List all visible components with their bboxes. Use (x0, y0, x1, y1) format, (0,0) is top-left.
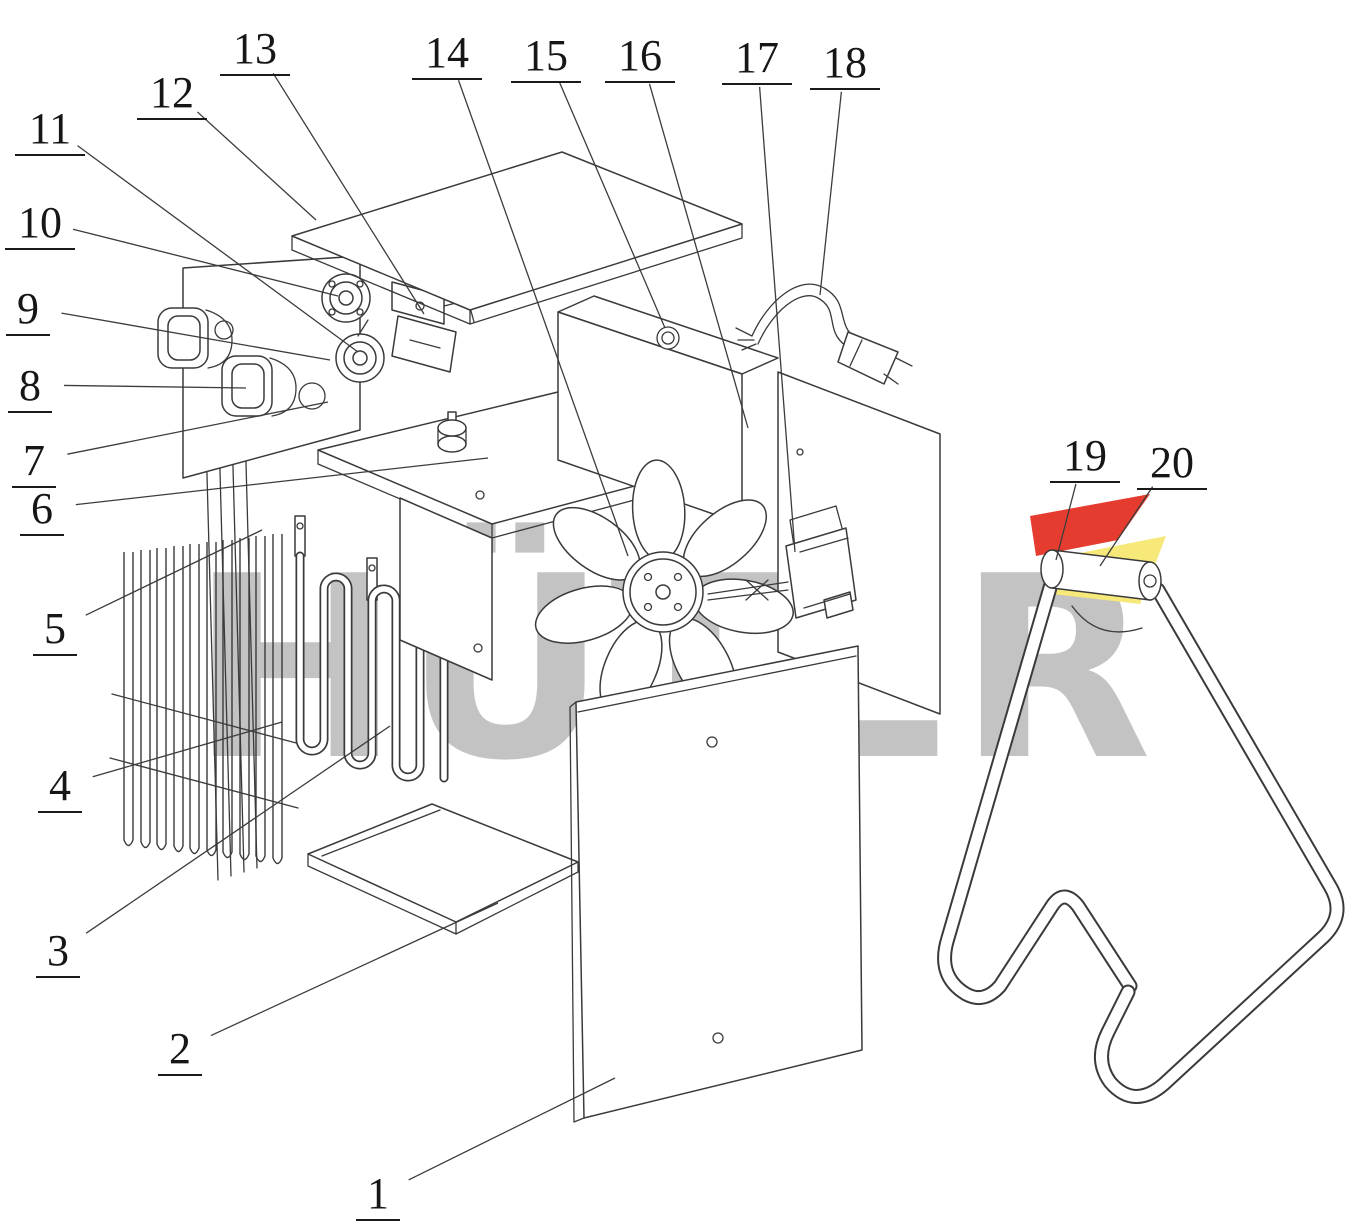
rear-upper-panel (557, 295, 779, 525)
leader-line-5 (85, 529, 263, 616)
stand-hook-bracket (1071, 605, 1143, 633)
leader-line-12 (196, 111, 317, 221)
leader-line-13 (272, 72, 425, 315)
top-cover-plate (291, 151, 743, 325)
bottom-tray (307, 803, 579, 935)
part-label-19: 19 (1063, 431, 1107, 480)
panel-hole (712, 1032, 724, 1044)
leader-line-18 (819, 91, 843, 296)
leader-line-1 (408, 1077, 616, 1181)
bearing-flange-upper (321, 273, 371, 323)
leader-line-20 (1099, 486, 1154, 567)
part-label-7: 7 (23, 436, 45, 485)
fan-motor (707, 505, 857, 619)
thermostat-knob-lower (221, 355, 297, 417)
motor-shaft (707, 581, 789, 595)
leader-line-8 (63, 384, 247, 389)
thermostat-knob-upper (157, 307, 233, 369)
motor-bracket (789, 505, 843, 547)
leader-line-4 (92, 721, 283, 778)
grid-cross-rod (111, 693, 301, 745)
heating-element-grid (109, 534, 301, 865)
wire-end (741, 343, 757, 351)
motor-terminal (823, 591, 854, 619)
leader-line-6 (75, 457, 489, 506)
panel-hole (298, 382, 326, 410)
part-label-3: 3 (47, 926, 69, 975)
leader-line-15 (558, 82, 666, 329)
part-label-8: 8 (19, 361, 41, 410)
power-cord-plug (735, 283, 913, 385)
stand-frame (937, 549, 1345, 1104)
leader-line-17 (758, 86, 796, 553)
leader-line-16 (648, 83, 749, 429)
coil-bracket-pin (294, 515, 306, 557)
leader-line-2 (210, 902, 499, 1037)
plug-pin (883, 373, 899, 385)
part-label-12: 12 (150, 68, 194, 117)
part-label-15: 15 (524, 31, 568, 80)
wire-end (735, 327, 753, 337)
leader-line-9 (61, 312, 331, 361)
front-panel (569, 645, 863, 1123)
panel-hole (706, 736, 718, 748)
part-label-11: 11 (29, 104, 71, 153)
part-label-2: 2 (169, 1024, 191, 1073)
leader-line-19 (1055, 483, 1077, 561)
leader-line-7 (67, 401, 329, 455)
plate-hole (475, 490, 485, 500)
part-label-17: 17 (735, 33, 779, 82)
part-label-20: 20 (1150, 438, 1194, 487)
leader-line-11 (77, 145, 359, 353)
leader-line-3 (85, 725, 391, 934)
leader-line-10 (72, 228, 339, 297)
part-label-4: 4 (49, 761, 71, 810)
grid-cross-rod (109, 757, 299, 809)
leader-line-14 (457, 80, 629, 557)
part-label-13: 13 (233, 24, 277, 73)
mounting-flange (399, 497, 493, 681)
part-label-18: 18 (823, 38, 867, 87)
part-label-5: 5 (44, 604, 66, 653)
part-label-6: 6 (31, 484, 53, 533)
plug-pin (895, 357, 913, 367)
brand-logo-red-flag (1030, 494, 1150, 556)
part-label-14: 14 (425, 28, 469, 77)
shaft-coupling (745, 579, 769, 601)
part-label-9: 9 (17, 284, 39, 333)
part-label-1: 1 (367, 1169, 389, 1218)
plug-body (837, 331, 899, 385)
thermal-cutout (437, 411, 467, 453)
stand-pivot-bushing (1040, 549, 1162, 633)
part-label-16: 16 (618, 31, 662, 80)
bearing-flange-lower (335, 319, 385, 383)
part-label-10: 10 (18, 198, 62, 247)
